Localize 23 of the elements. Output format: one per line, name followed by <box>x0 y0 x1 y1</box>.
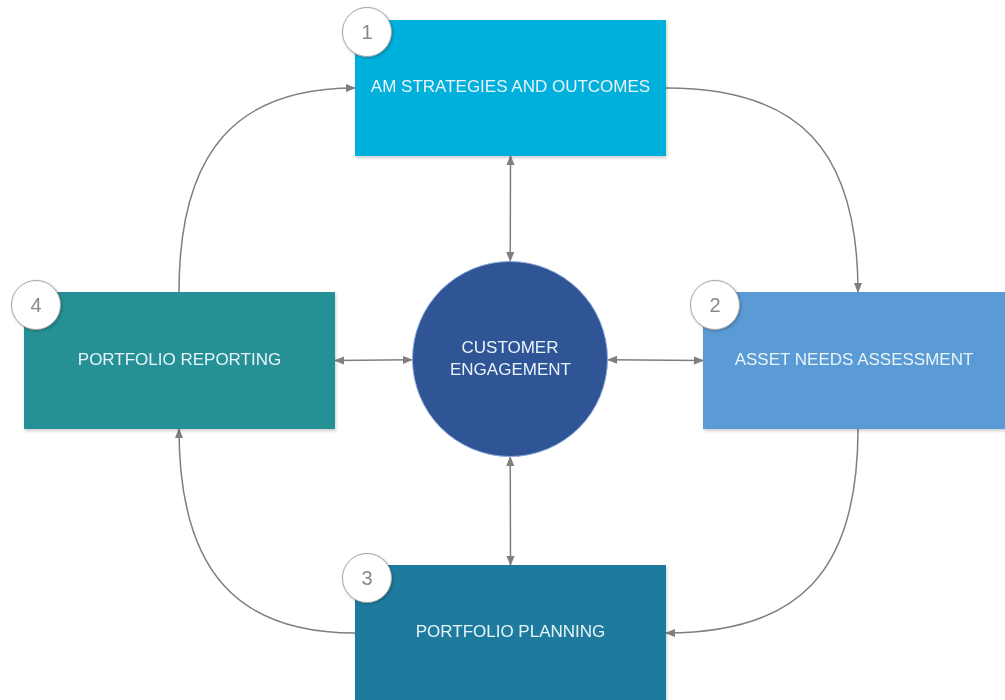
step-number-circle <box>342 553 392 603</box>
arrow <box>178 84 357 293</box>
node-label: 1 <box>361 20 373 45</box>
process-box <box>703 292 1005 429</box>
step-number-circle <box>11 280 61 330</box>
node-label: 4 <box>30 293 42 318</box>
process-box <box>24 292 335 429</box>
step-number-circle <box>690 280 740 330</box>
node-label: PORTFOLIO REPORTING <box>77 349 282 372</box>
arrow <box>506 455 515 567</box>
arrow <box>175 427 356 634</box>
node-label: CUSTOMER ENGAGEMENT <box>450 336 570 381</box>
node-label: ASSET NEEDS ASSESSMENT <box>734 349 974 372</box>
arrow <box>606 355 705 365</box>
process-box <box>355 20 666 156</box>
arrow <box>665 87 862 294</box>
node-label: AM STRATEGIES AND OUTCOMES <box>370 76 651 98</box>
node-label: 2 <box>709 293 721 318</box>
node-label: PORTFOLIO PLANNING <box>415 621 606 644</box>
step-number-circle <box>342 7 392 57</box>
node-label: 3 <box>361 566 373 591</box>
process-box <box>355 565 666 700</box>
arrow <box>506 154 515 263</box>
